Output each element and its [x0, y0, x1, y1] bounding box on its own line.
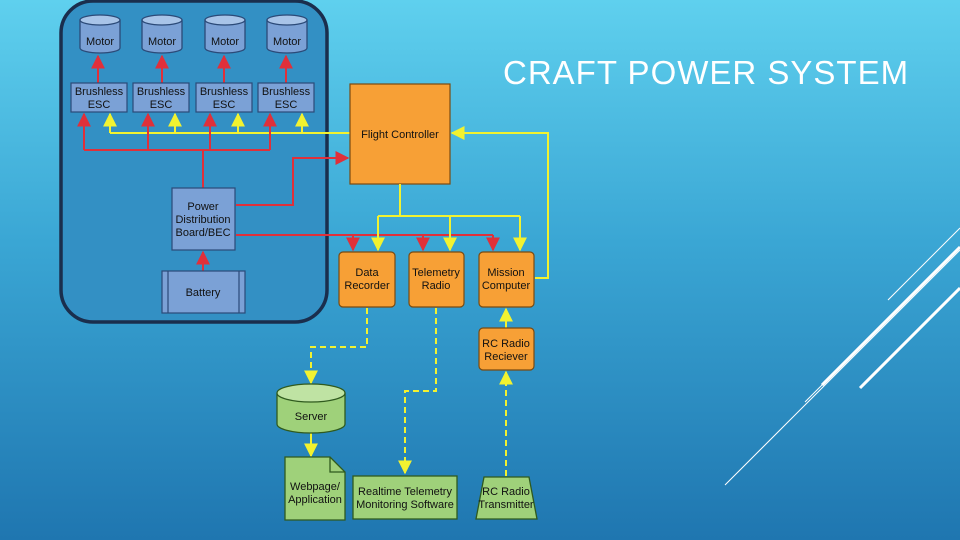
esc-label-line2: ESC [88, 99, 111, 111]
esc-4: Brushless ESC [257, 82, 315, 113]
esc-label-line1: Brushless [137, 86, 186, 98]
data-recorder-line2: Recorder [344, 280, 390, 292]
esc-group: Brushless ESC Brushless ESC Brushless ES… [70, 82, 315, 113]
motor-3: Motor [204, 14, 246, 54]
telemetry-software-line1: Realtime Telemetry [358, 486, 452, 498]
rc-transmitter-line1: RC Radio [482, 486, 530, 498]
telemetry-radio: Telemetry Radio [408, 251, 465, 308]
telemetry-monitoring-software: Realtime Telemetry Monitoring Software [352, 475, 458, 520]
esc-label-line2: ESC [275, 99, 298, 111]
flight-controller-label: Flight Controller [361, 129, 439, 141]
webpage-line1: Webpage/ [290, 481, 341, 493]
battery: Battery [161, 270, 246, 314]
motor-1: Motor [79, 14, 121, 54]
motor-label: Motor [273, 36, 301, 48]
telemetry-radio-line2: Radio [422, 280, 451, 292]
esc-signal-bus [103, 112, 350, 134]
wireless-links [304, 308, 513, 476]
battery-label: Battery [186, 287, 221, 299]
pdb-label-line2: Distribution [175, 214, 230, 226]
esc-2: Brushless ESC [132, 82, 190, 113]
module-signal-bus [371, 126, 549, 279]
motor-2: Motor [141, 14, 183, 54]
esc-label-line2: ESC [213, 99, 236, 111]
esc-1: Brushless ESC [70, 82, 128, 113]
data-recorder: Data Recorder [338, 251, 396, 308]
rc-receiver-line1: RC Radio [482, 338, 530, 350]
rc-transmitter-line2: Transmitter [478, 499, 534, 511]
server: Server [276, 383, 346, 434]
data-recorder-line1: Data [355, 267, 379, 279]
esc-label-line2: ESC [150, 99, 173, 111]
onboard-frame [59, 0, 329, 324]
power-distribution-board: Power Distribution Board/BEC [171, 187, 236, 251]
flight-controller: Flight Controller [349, 83, 451, 185]
webpage-application: Webpage/ Application [284, 456, 346, 521]
slide-title: CRAFT POWER SYSTEM [503, 54, 910, 91]
motor-label: Motor [211, 36, 239, 48]
mission-computer-line2: Computer [482, 280, 531, 292]
pdb-label-line3: Board/BEC [175, 227, 230, 239]
server-label: Server [295, 411, 328, 423]
esc-3: Brushless ESC [195, 82, 253, 113]
esc-motor-power-arrows [91, 54, 293, 83]
esc-power-bus [77, 112, 350, 206]
rc-transmitter: RC Radio Transmitter [475, 476, 538, 520]
motor-4: Motor [266, 14, 308, 54]
rc-receiver: RC Radio Reciever [478, 327, 535, 371]
esc-label-line1: Brushless [75, 86, 124, 98]
telemetry-software-line2: Monitoring Software [356, 499, 454, 511]
pdb-label-line1: Power [187, 201, 219, 213]
motor-label: Motor [86, 36, 114, 48]
rc-receiver-line2: Reciever [484, 351, 528, 363]
esc-label-line1: Brushless [200, 86, 249, 98]
decorative-lines [724, 227, 960, 486]
mission-computer-line1: Mission [487, 267, 524, 279]
mission-computer: Mission Computer [478, 251, 535, 308]
webpage-line2: Application [288, 494, 342, 506]
esc-label-line1: Brushless [262, 86, 311, 98]
telemetry-radio-line1: Telemetry [412, 267, 460, 279]
motor-label: Motor [148, 36, 176, 48]
motor-group: Motor Motor Motor Motor [79, 14, 308, 54]
